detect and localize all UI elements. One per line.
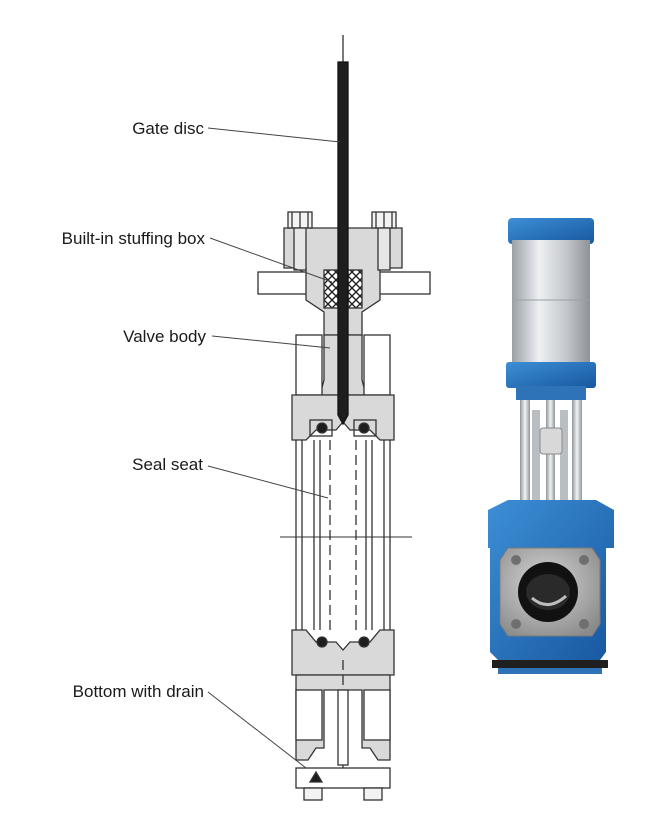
packing-right [347, 269, 363, 309]
label-valve-body: Valve body [123, 327, 206, 346]
upper-seals [316, 422, 370, 434]
label-gate-disc: Gate disc [132, 119, 204, 138]
lower-seals [316, 636, 370, 648]
leader-lines [207, 127, 341, 769]
valve-base-strip [492, 660, 608, 668]
actuator-top-cap [508, 218, 594, 244]
label-bottom-drain: Bottom with drain [73, 682, 204, 701]
pneumatic-cylinder [512, 240, 590, 368]
bottom-plate [295, 767, 391, 789]
stem-clamp [539, 427, 563, 455]
piston-rod [546, 400, 555, 510]
label-seal-seat: Seal seat [132, 455, 203, 474]
label-stuffing-box: Built-in stuffing box [62, 229, 206, 248]
actuator-bottom-cap [506, 362, 596, 388]
body-window-left [295, 334, 323, 396]
gate-disc-blade [337, 61, 349, 426]
flange-bolt-holes [511, 555, 589, 629]
guide-rod-right [572, 400, 582, 510]
cross-section [257, 35, 431, 801]
drain-channel [337, 689, 349, 766]
guide-rod-left [520, 400, 530, 510]
bore-walls [295, 440, 391, 630]
packing-left [323, 269, 339, 309]
body-window-right [363, 334, 391, 396]
bottom-bolts [303, 787, 383, 801]
valve-photo [488, 218, 614, 674]
